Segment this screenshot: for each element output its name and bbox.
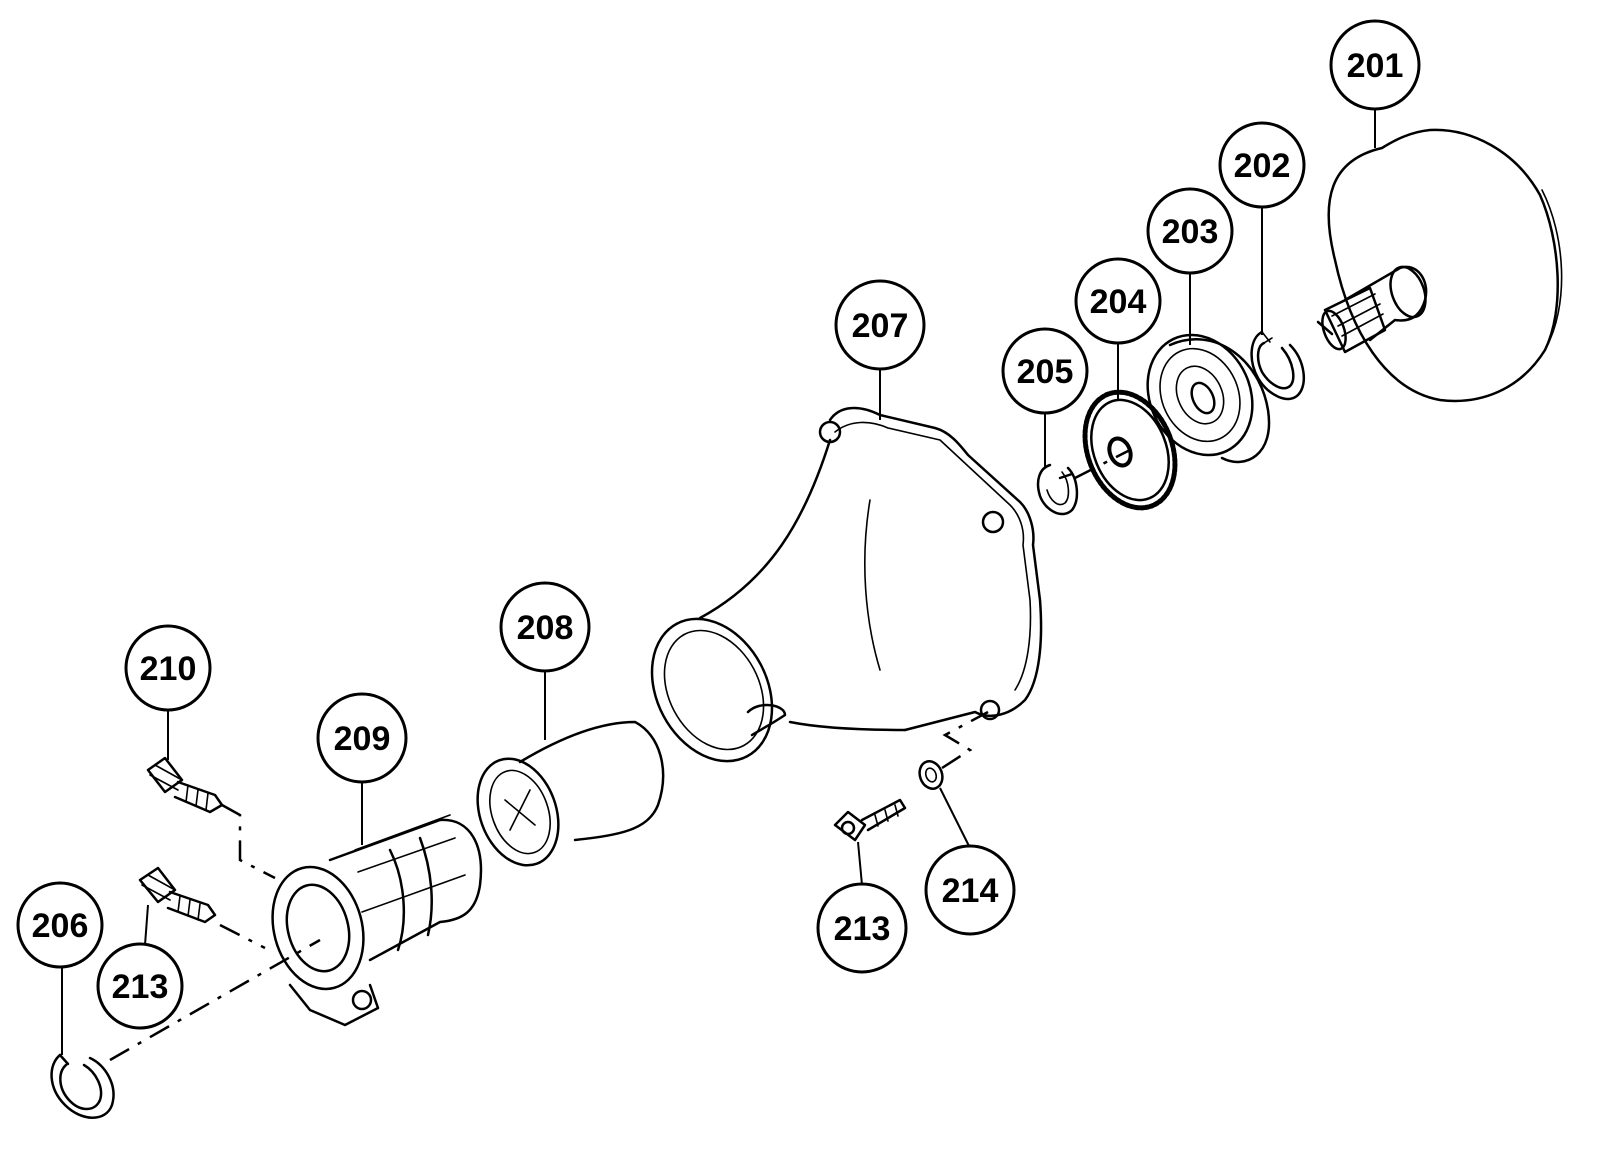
leader-lines [61, 110, 1376, 1055]
callout-210: 210 [124, 624, 212, 712]
svg-text:207: 207 [852, 307, 909, 345]
clamp-209-part [271, 814, 483, 1027]
svg-text:206: 206 [32, 907, 89, 945]
callout-214: 214 [924, 844, 1016, 936]
svg-text:214: 214 [942, 872, 999, 910]
svg-text:204: 204 [1090, 283, 1147, 321]
svg-text:210: 210 [140, 650, 197, 688]
bolt-213-right-part [833, 798, 907, 842]
callout-213-right: 213 [816, 882, 908, 974]
callout-213-left: 213 [96, 942, 184, 1030]
svg-text:208: 208 [517, 609, 574, 647]
svg-text:213: 213 [112, 968, 169, 1006]
callout-202: 202 [1218, 121, 1306, 209]
svg-text:209: 209 [334, 720, 391, 758]
callout-209: 209 [316, 692, 408, 784]
gear-housing-207-part [650, 406, 1043, 763]
sleeve-208-part [476, 720, 665, 867]
clutch-drum-part [1316, 128, 1563, 403]
washer-214-part [918, 760, 944, 790]
callout-208: 208 [499, 581, 591, 673]
callout-203: 203 [1146, 187, 1234, 275]
bearing-203-part [1146, 333, 1271, 464]
callout-204: 204 [1074, 257, 1162, 345]
callout-206: 206 [16, 881, 104, 969]
callout-205: 205 [1001, 327, 1089, 415]
retaining-ring-205-part [1036, 463, 1079, 516]
callout-207: 207 [834, 279, 926, 371]
svg-text:203: 203 [1162, 213, 1219, 251]
screw-210-part [146, 756, 224, 814]
svg-text:213: 213 [834, 910, 891, 948]
callout-201: 201 [1329, 19, 1421, 111]
screw-213-left-part [138, 866, 217, 924]
gear-204-part [1082, 389, 1178, 511]
svg-text:201: 201 [1347, 47, 1404, 85]
svg-text:202: 202 [1234, 147, 1291, 185]
snap-ring-206-part [50, 1053, 115, 1119]
svg-text:205: 205 [1017, 353, 1074, 391]
snap-ring-202-part [1250, 330, 1306, 401]
